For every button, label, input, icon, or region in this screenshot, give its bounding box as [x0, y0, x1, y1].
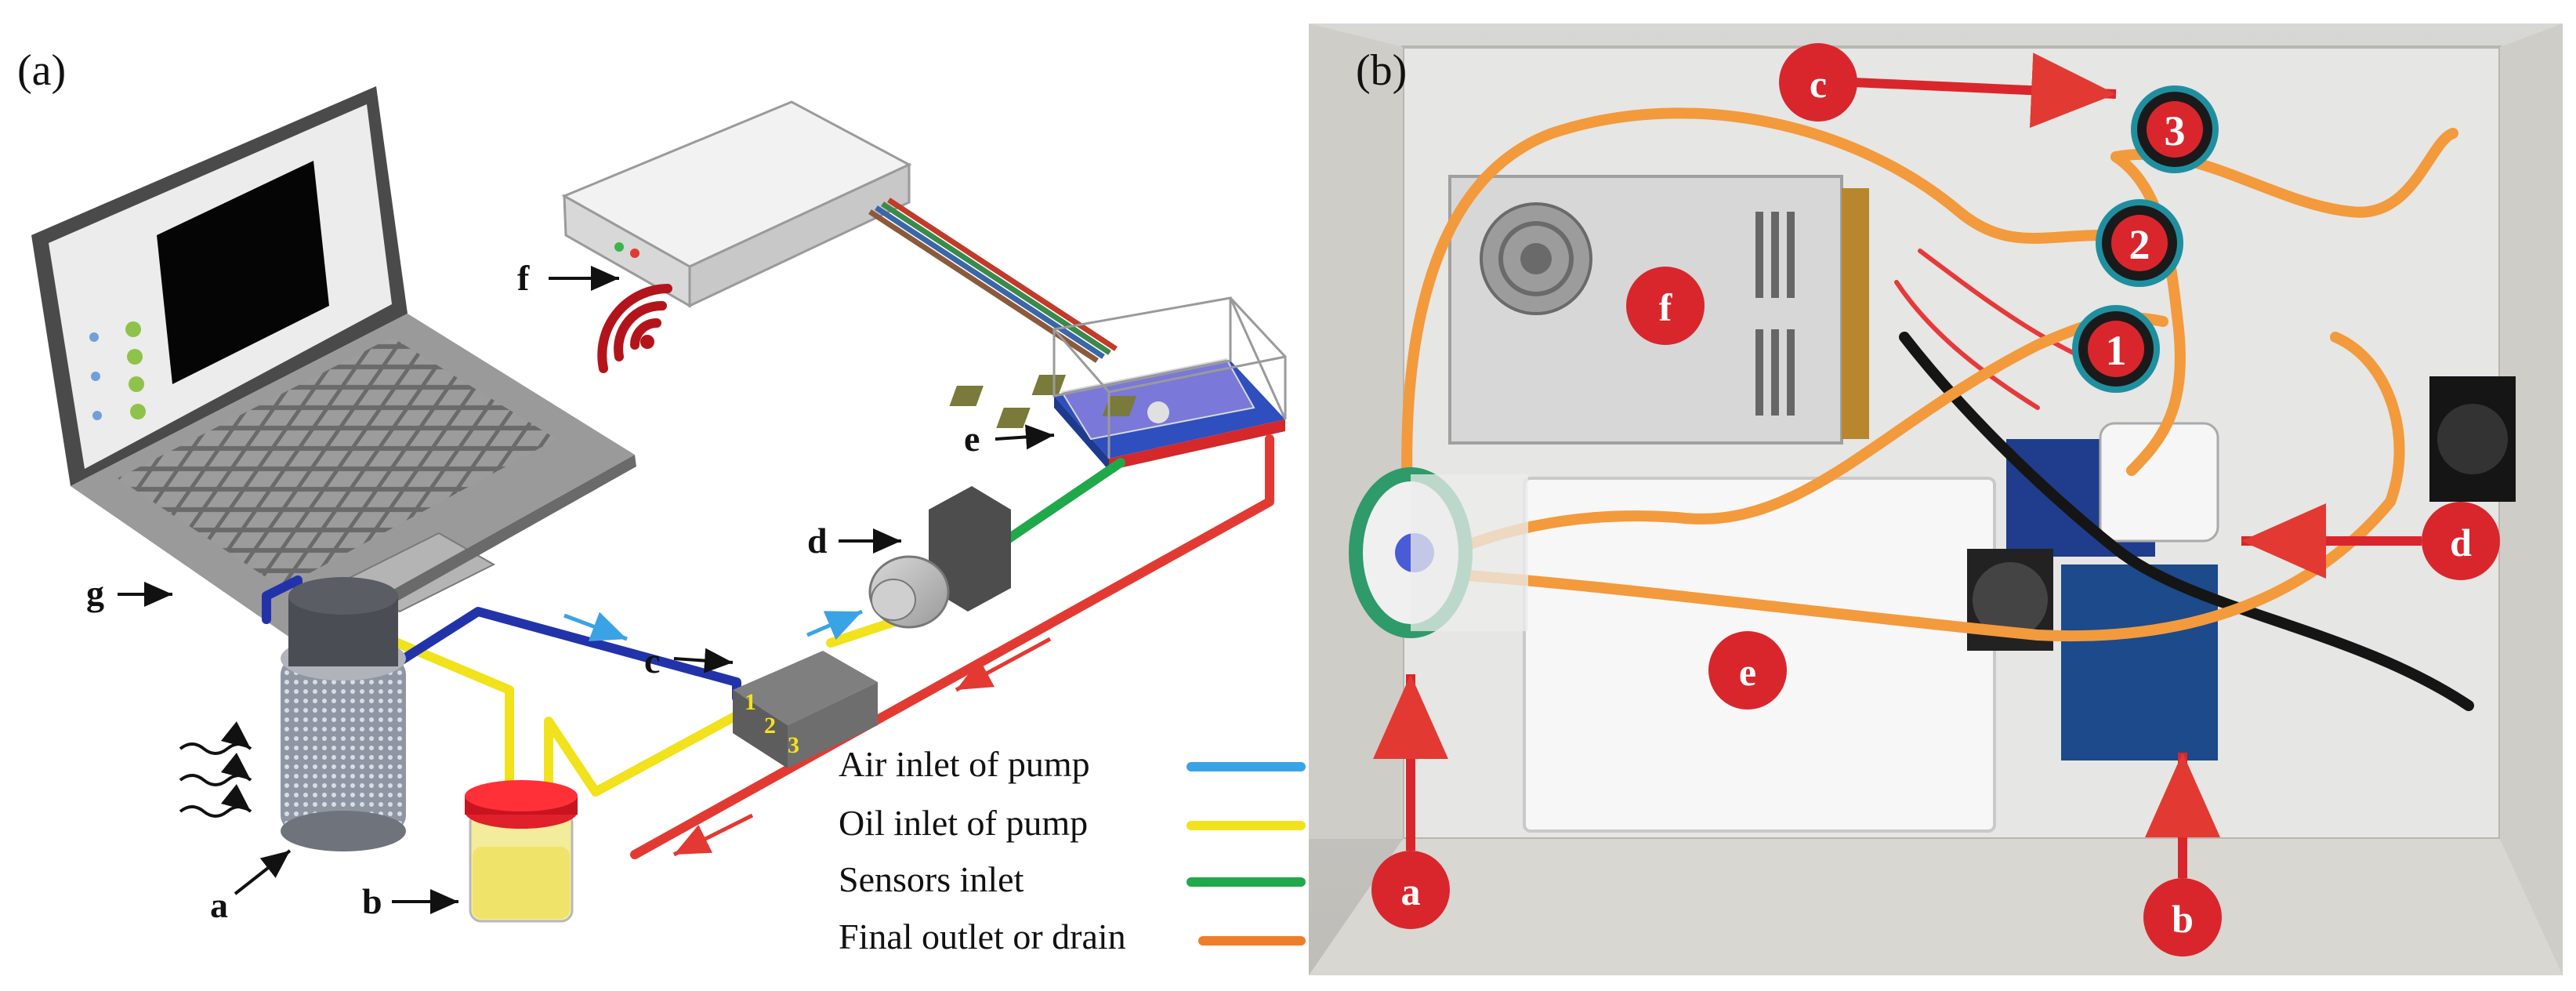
svg-text:c: c	[1810, 62, 1827, 106]
badge-d: d	[2422, 502, 2500, 580]
sensor-chamber-e	[949, 296, 1287, 470]
label-d: d	[807, 521, 828, 561]
svg-text:3: 3	[2165, 107, 2186, 154]
wifi-icon	[597, 284, 672, 373]
callouts-panel-a	[118, 266, 1055, 914]
laptop	[31, 86, 636, 655]
label-c: c	[644, 641, 660, 681]
svg-text:Sensors inlet: Sensors inlet	[839, 859, 1024, 899]
laptop-screen-plot-area	[157, 161, 329, 384]
valve-3: 3	[2131, 85, 2219, 173]
badge-e: e	[1708, 631, 1787, 710]
svg-text:Air inlet of pump: Air inlet of pump	[839, 744, 1090, 784]
legend-item-drain: Final outlet or drain	[839, 917, 1306, 957]
flow-arrows	[563, 609, 1052, 857]
svg-text:e: e	[1739, 650, 1756, 694]
svg-text:1: 1	[2106, 327, 2127, 374]
pump-d	[868, 486, 1011, 629]
legend: Air inlet of pump Oil inlet of pump Sens…	[839, 744, 1306, 957]
legend-item-oil: Oil inlet of pump	[839, 803, 1306, 843]
oil-reservoir-b	[465, 780, 578, 923]
panel-b-label: (b)	[1356, 46, 1407, 95]
yellow-oil-tube-2	[356, 623, 514, 789]
svg-text:b: b	[2172, 897, 2194, 941]
callouts-panel-b	[1373, 53, 2422, 878]
svg-text:d: d	[2450, 521, 2472, 564]
valve-block-c: 1 2 3	[733, 651, 878, 768]
label-b: b	[362, 881, 382, 921]
yellow-oil-tube-1	[544, 685, 788, 828]
valve-port-1: 1	[745, 689, 756, 715]
badge-c: c	[1779, 43, 1857, 122]
badge-b: b	[2143, 878, 2222, 957]
badges: c f d e a b	[1371, 43, 2500, 957]
filter-a-photo	[1349, 467, 1528, 638]
air-filter-a	[281, 577, 406, 851]
legend-item-air: Air inlet of pump	[839, 744, 1306, 784]
laptop-keyboard	[118, 337, 556, 588]
label-f: f	[517, 258, 530, 298]
inflow-arrows	[179, 721, 252, 818]
screen-indicator-dots	[89, 321, 146, 420]
led-red	[630, 249, 639, 258]
badge-a: a	[1371, 851, 1450, 929]
valve-2: 2	[2096, 199, 2183, 287]
panel-a-label: (a)	[17, 46, 66, 95]
ribbon-cable	[868, 198, 1118, 363]
label-a: a	[210, 885, 228, 925]
svg-text:f: f	[1659, 285, 1673, 329]
controller-box-f	[561, 100, 912, 308]
badge-f: f	[1626, 267, 1705, 345]
blue-air-tube	[387, 607, 741, 702]
label-e: e	[964, 419, 980, 459]
panel-a: (a)	[17, 46, 1306, 957]
legend-item-sensors: Sensors inlet	[839, 859, 1306, 899]
valves: 3 2 1	[2072, 85, 2219, 393]
svg-text:2: 2	[2129, 221, 2150, 268]
valve-port-2: 2	[764, 713, 776, 739]
svg-text:Oil inlet of pump: Oil inlet of pump	[839, 803, 1088, 843]
valve-1: 1	[2072, 305, 2160, 393]
label-g: g	[86, 573, 104, 613]
svg-text:a: a	[1401, 869, 1421, 913]
led-green	[614, 242, 624, 252]
valve-port-3: 3	[788, 732, 799, 758]
panel-b: (b)	[1309, 24, 2563, 975]
svg-text:Final outlet or drain: Final outlet or drain	[839, 917, 1126, 957]
